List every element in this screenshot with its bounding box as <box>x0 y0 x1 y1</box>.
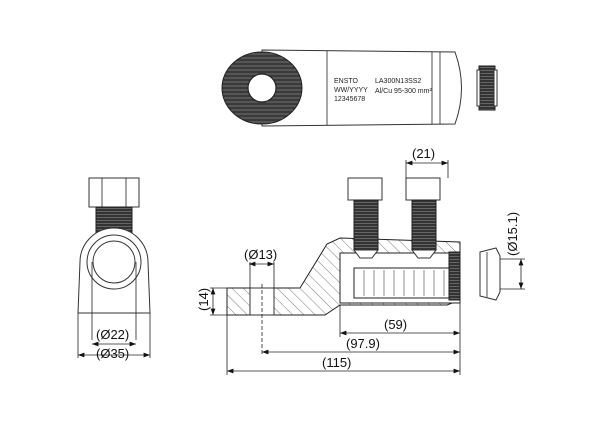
marking-date: WW/YYYY <box>334 87 368 94</box>
shear-bolt-2 <box>405 177 441 259</box>
dim-hole-to-end: (97.9) <box>346 336 380 351</box>
dim-palm-thickness: (14) <box>196 288 211 311</box>
sealing-plug-top <box>476 65 498 111</box>
marking-model: LA300N13SS2 <box>375 78 421 85</box>
dim-hole-diameter: (Ø13) <box>244 247 277 262</box>
shear-bolt-1 <box>347 177 383 259</box>
end-view: (Ø22) (Ø35) <box>77 177 151 361</box>
dim-bolt-spacing: (21) <box>412 146 435 161</box>
dim-plug-diameter: (Ø15.1) <box>505 212 520 256</box>
sealing-plug-side <box>479 247 501 301</box>
dim-barrel-length: (59) <box>384 317 407 332</box>
marking-range: Al/Cu 95-300 mm² <box>375 88 432 95</box>
marking-serial: 12345678 <box>334 96 365 103</box>
dim-inner-diameter: (Ø22) <box>96 327 129 342</box>
palm-hole <box>247 73 277 103</box>
top-view: ENSTO WW/YYYY 12345678 LA300N13SS2 Al/Cu… <box>221 49 498 127</box>
marking-brand: ENSTO <box>334 78 359 85</box>
dim-total-length: (115) <box>322 355 351 370</box>
dim-outer-diameter: (Ø35) <box>96 346 129 361</box>
side-section-view: (21) (Ø13) (14) (59) (97.9) (115) (Ø15.1… <box>196 146 525 375</box>
